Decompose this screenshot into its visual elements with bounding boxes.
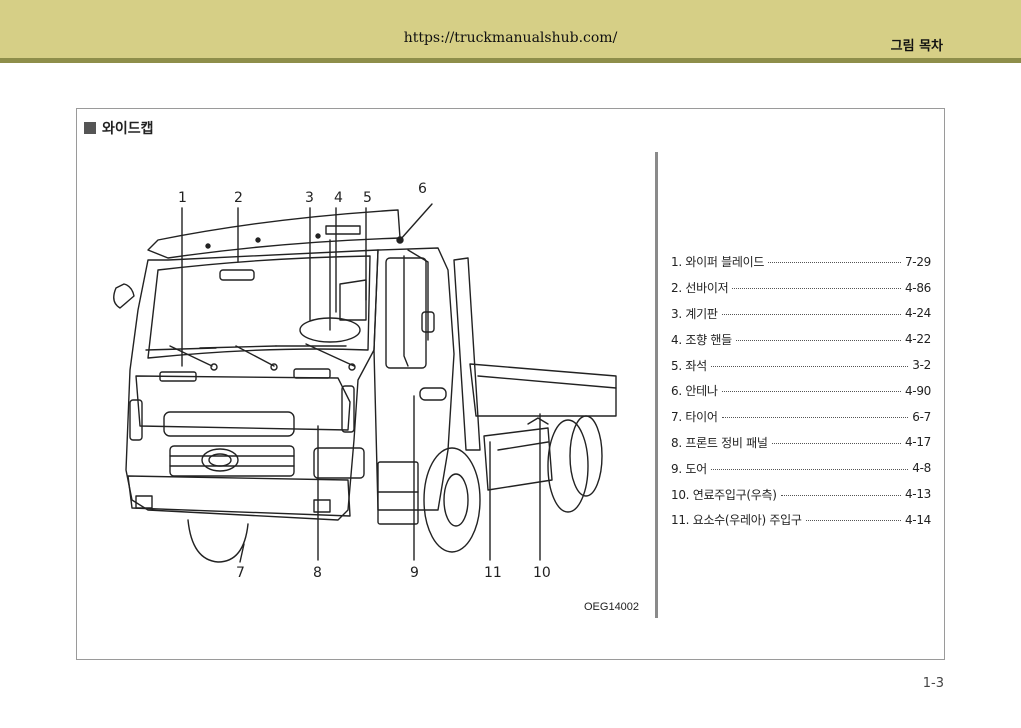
callout-5: 5 xyxy=(363,190,372,206)
vertical-divider xyxy=(655,152,658,618)
item-page: 4-14 xyxy=(904,512,931,527)
page-number: 1-3 xyxy=(922,676,944,691)
callout-2: 2 xyxy=(234,190,243,206)
section-title: 와이드캡 xyxy=(84,118,154,138)
callout-10: 10 xyxy=(533,565,551,581)
item-page: 4-90 xyxy=(904,383,931,398)
list-item[interactable]: 3. 계기판 4-24 xyxy=(671,301,931,327)
item-label: 4. 조향 핸들 xyxy=(671,332,732,347)
item-page: 4-86 xyxy=(904,280,931,295)
leader-dots xyxy=(732,288,901,290)
item-page: 3-2 xyxy=(912,358,931,373)
list-item[interactable]: 5. 좌석 3-2 xyxy=(671,352,931,378)
leader-dots xyxy=(721,391,901,393)
list-item[interactable]: 10. 연료주입구(우측) 4-13 xyxy=(671,481,931,507)
header-rule xyxy=(0,58,1021,63)
item-page: 7-29 xyxy=(904,254,931,269)
leader-dots xyxy=(710,365,909,367)
callout-11: 11 xyxy=(484,565,502,581)
figure-frame xyxy=(76,108,945,660)
header-url[interactable]: https://truckmanualshub.com/ xyxy=(403,30,618,46)
leader-dots xyxy=(735,339,901,341)
leader-dots xyxy=(805,520,901,522)
component-index: 1. 와이퍼 블레이드 7-29 2. 선바이저 4-86 3. 계기판 4-24 4… xyxy=(671,249,931,533)
list-item[interactable]: 6. 안테나 4-90 xyxy=(671,378,931,404)
section-title-text: 와이드캡 xyxy=(102,121,154,137)
item-label: 5. 좌석 xyxy=(671,358,707,373)
leader-dots xyxy=(768,262,901,264)
callout-4: 4 xyxy=(334,190,343,206)
item-label: 3. 계기판 xyxy=(671,306,718,321)
list-item[interactable]: 2. 선바이저 4-86 xyxy=(671,275,931,301)
item-label: 10. 연료주입구(우측) xyxy=(671,487,777,502)
page-header xyxy=(0,0,1021,58)
callout-3: 3 xyxy=(305,190,314,206)
item-page: 4-13 xyxy=(904,487,931,502)
item-label: 8. 프론트 정비 패널 xyxy=(671,435,768,450)
leader-dots xyxy=(771,442,901,444)
item-label: 1. 와이퍼 블레이드 xyxy=(671,255,765,270)
list-item[interactable]: 1. 와이퍼 블레이드 7-29 xyxy=(671,249,931,275)
item-label: 2. 선바이저 xyxy=(671,281,729,296)
callout-1: 1 xyxy=(178,190,187,206)
item-page: 4-8 xyxy=(912,461,931,476)
item-label: 11. 요소수(우레아) 주입구 xyxy=(671,513,802,528)
list-item[interactable]: 8. 프론트 정비 패널 4-17 xyxy=(671,430,931,456)
item-label: 9. 도어 xyxy=(671,461,707,476)
leader-dots xyxy=(780,494,901,496)
figure-code: OEG14002 xyxy=(584,601,640,613)
list-item[interactable]: 9. 도어 4-8 xyxy=(671,455,931,481)
item-page: 4-22 xyxy=(904,332,931,347)
item-page: 4-24 xyxy=(904,306,931,321)
item-page: 4-17 xyxy=(904,435,931,450)
item-label: 6. 안테나 xyxy=(671,384,718,399)
square-bullet-icon xyxy=(84,122,96,134)
list-item[interactable]: 4. 조향 핸들 4-22 xyxy=(671,326,931,352)
callout-9: 9 xyxy=(410,565,419,581)
header-section-title: 그림 목차 xyxy=(890,39,943,54)
callout-7: 7 xyxy=(236,565,245,581)
truck-illustration xyxy=(113,203,617,563)
list-item[interactable]: 7. 타이어 6-7 xyxy=(671,404,931,430)
leader-dots xyxy=(721,313,901,315)
item-page: 6-7 xyxy=(912,409,931,424)
leader-dots xyxy=(710,468,909,470)
list-item[interactable]: 11. 요소수(우레아) 주입구 4-14 xyxy=(671,507,931,533)
callout-6: 6 xyxy=(418,181,427,197)
item-label: 7. 타이어 xyxy=(671,410,718,425)
leader-dots xyxy=(721,417,909,419)
callout-8: 8 xyxy=(313,565,322,581)
